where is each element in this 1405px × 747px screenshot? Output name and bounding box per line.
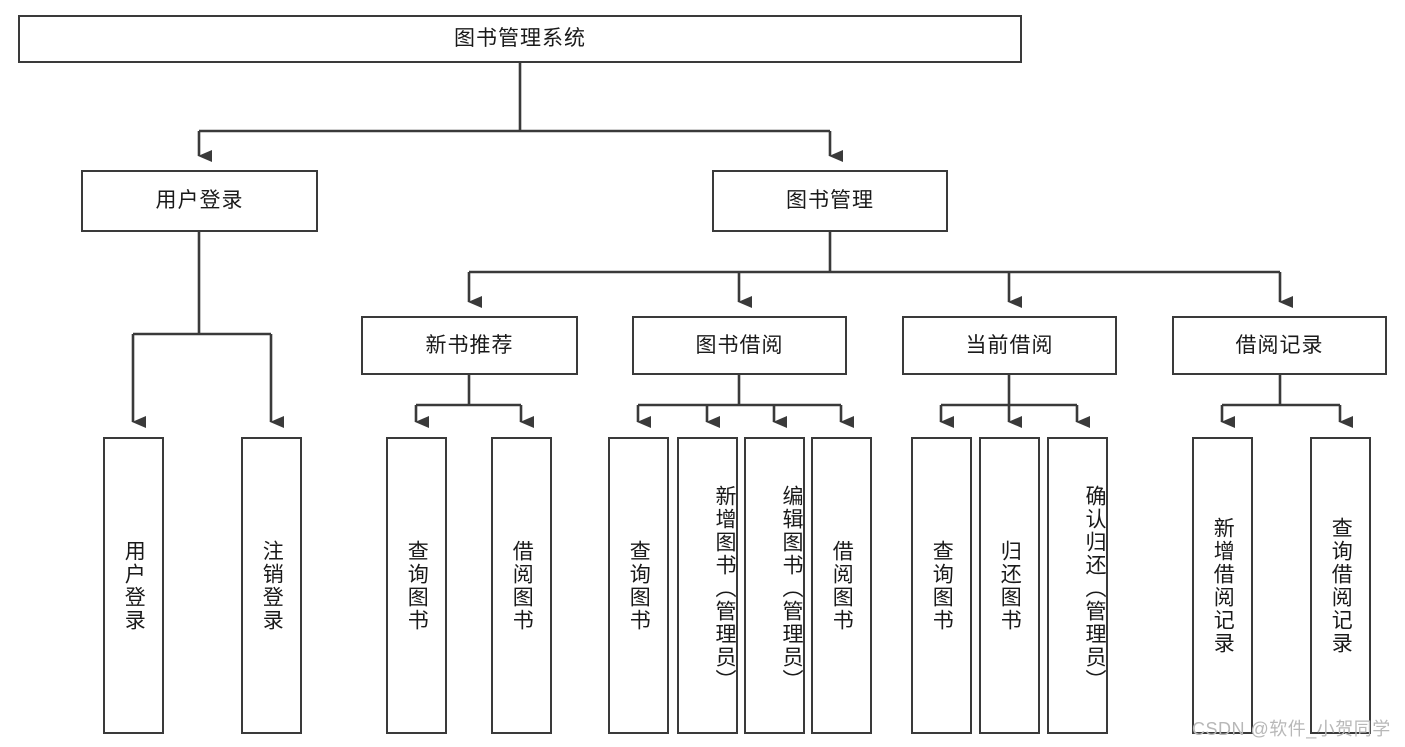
node-borrow-records[interactable]: 借阅记录 xyxy=(1172,316,1387,375)
leaf-add-book-admin-label: 新增图书（管理员） xyxy=(713,485,736,692)
node-current-borrow-label: 当前借阅 xyxy=(965,333,1054,357)
leaf-borrow-book[interactable]: 借阅图书 xyxy=(811,437,872,734)
leaf-add-borrow-record[interactable]: 新增借阅记录 xyxy=(1192,437,1253,734)
leaf-return-book-label: 归还图书 xyxy=(998,539,1022,632)
leaf-add-book-admin[interactable]: 新增图书（管理员） xyxy=(677,437,738,734)
node-book-borrow-label: 图书借阅 xyxy=(695,333,784,357)
node-user-login-label: 用户登录 xyxy=(155,189,244,213)
leaf-borrow-book-recommend[interactable]: 借阅图书 xyxy=(491,437,552,734)
leaf-query-book-recommend-label: 查询图书 xyxy=(405,539,429,632)
leaf-query-book-current[interactable]: 查询图书 xyxy=(911,437,972,734)
node-current-borrow[interactable]: 当前借阅 xyxy=(902,316,1117,375)
leaf-logout-label: 注销登录 xyxy=(260,539,284,632)
leaf-borrow-book-label: 借阅图书 xyxy=(830,539,854,632)
node-book-management[interactable]: 图书管理 xyxy=(712,170,948,232)
node-new-book-recommend[interactable]: 新书推荐 xyxy=(361,316,578,375)
leaf-add-borrow-record-label: 新增借阅记录 xyxy=(1211,516,1235,655)
node-book-borrow[interactable]: 图书借阅 xyxy=(632,316,847,375)
leaf-query-borrow-record[interactable]: 查询借阅记录 xyxy=(1310,437,1371,734)
node-borrow-records-label: 借阅记录 xyxy=(1235,333,1324,357)
leaf-confirm-return-admin[interactable]: 确认归还（管理员） xyxy=(1047,437,1108,734)
leaf-user-login[interactable]: 用户登录 xyxy=(103,437,164,734)
node-user-login[interactable]: 用户登录 xyxy=(81,170,318,232)
node-root[interactable]: 图书管理系统 xyxy=(18,15,1022,63)
node-root-label: 图书管理系统 xyxy=(454,27,586,51)
leaf-query-borrow-record-label: 查询借阅记录 xyxy=(1329,516,1353,655)
node-book-management-label: 图书管理 xyxy=(786,189,874,213)
leaf-return-book[interactable]: 归还图书 xyxy=(979,437,1040,734)
leaf-user-login-label: 用户登录 xyxy=(122,539,146,632)
leaf-edit-book-admin[interactable]: 编辑图书（管理员） xyxy=(744,437,805,734)
leaf-borrow-book-recommend-label: 借阅图书 xyxy=(510,539,534,632)
leaf-confirm-return-admin-label: 确认归还（管理员） xyxy=(1083,485,1106,692)
leaf-edit-book-admin-label: 编辑图书（管理员） xyxy=(780,485,803,692)
node-new-book-recommend-label: 新书推荐 xyxy=(425,333,514,357)
leaf-logout[interactable]: 注销登录 xyxy=(241,437,302,734)
leaf-query-book-borrow[interactable]: 查询图书 xyxy=(608,437,669,734)
csdn-watermark: CSDN @软件_小贺同学 xyxy=(1192,719,1391,739)
leaf-query-book-recommend[interactable]: 查询图书 xyxy=(386,437,447,734)
leaf-query-book-borrow-label: 查询图书 xyxy=(627,539,651,632)
leaf-query-book-current-label: 查询图书 xyxy=(930,539,954,632)
